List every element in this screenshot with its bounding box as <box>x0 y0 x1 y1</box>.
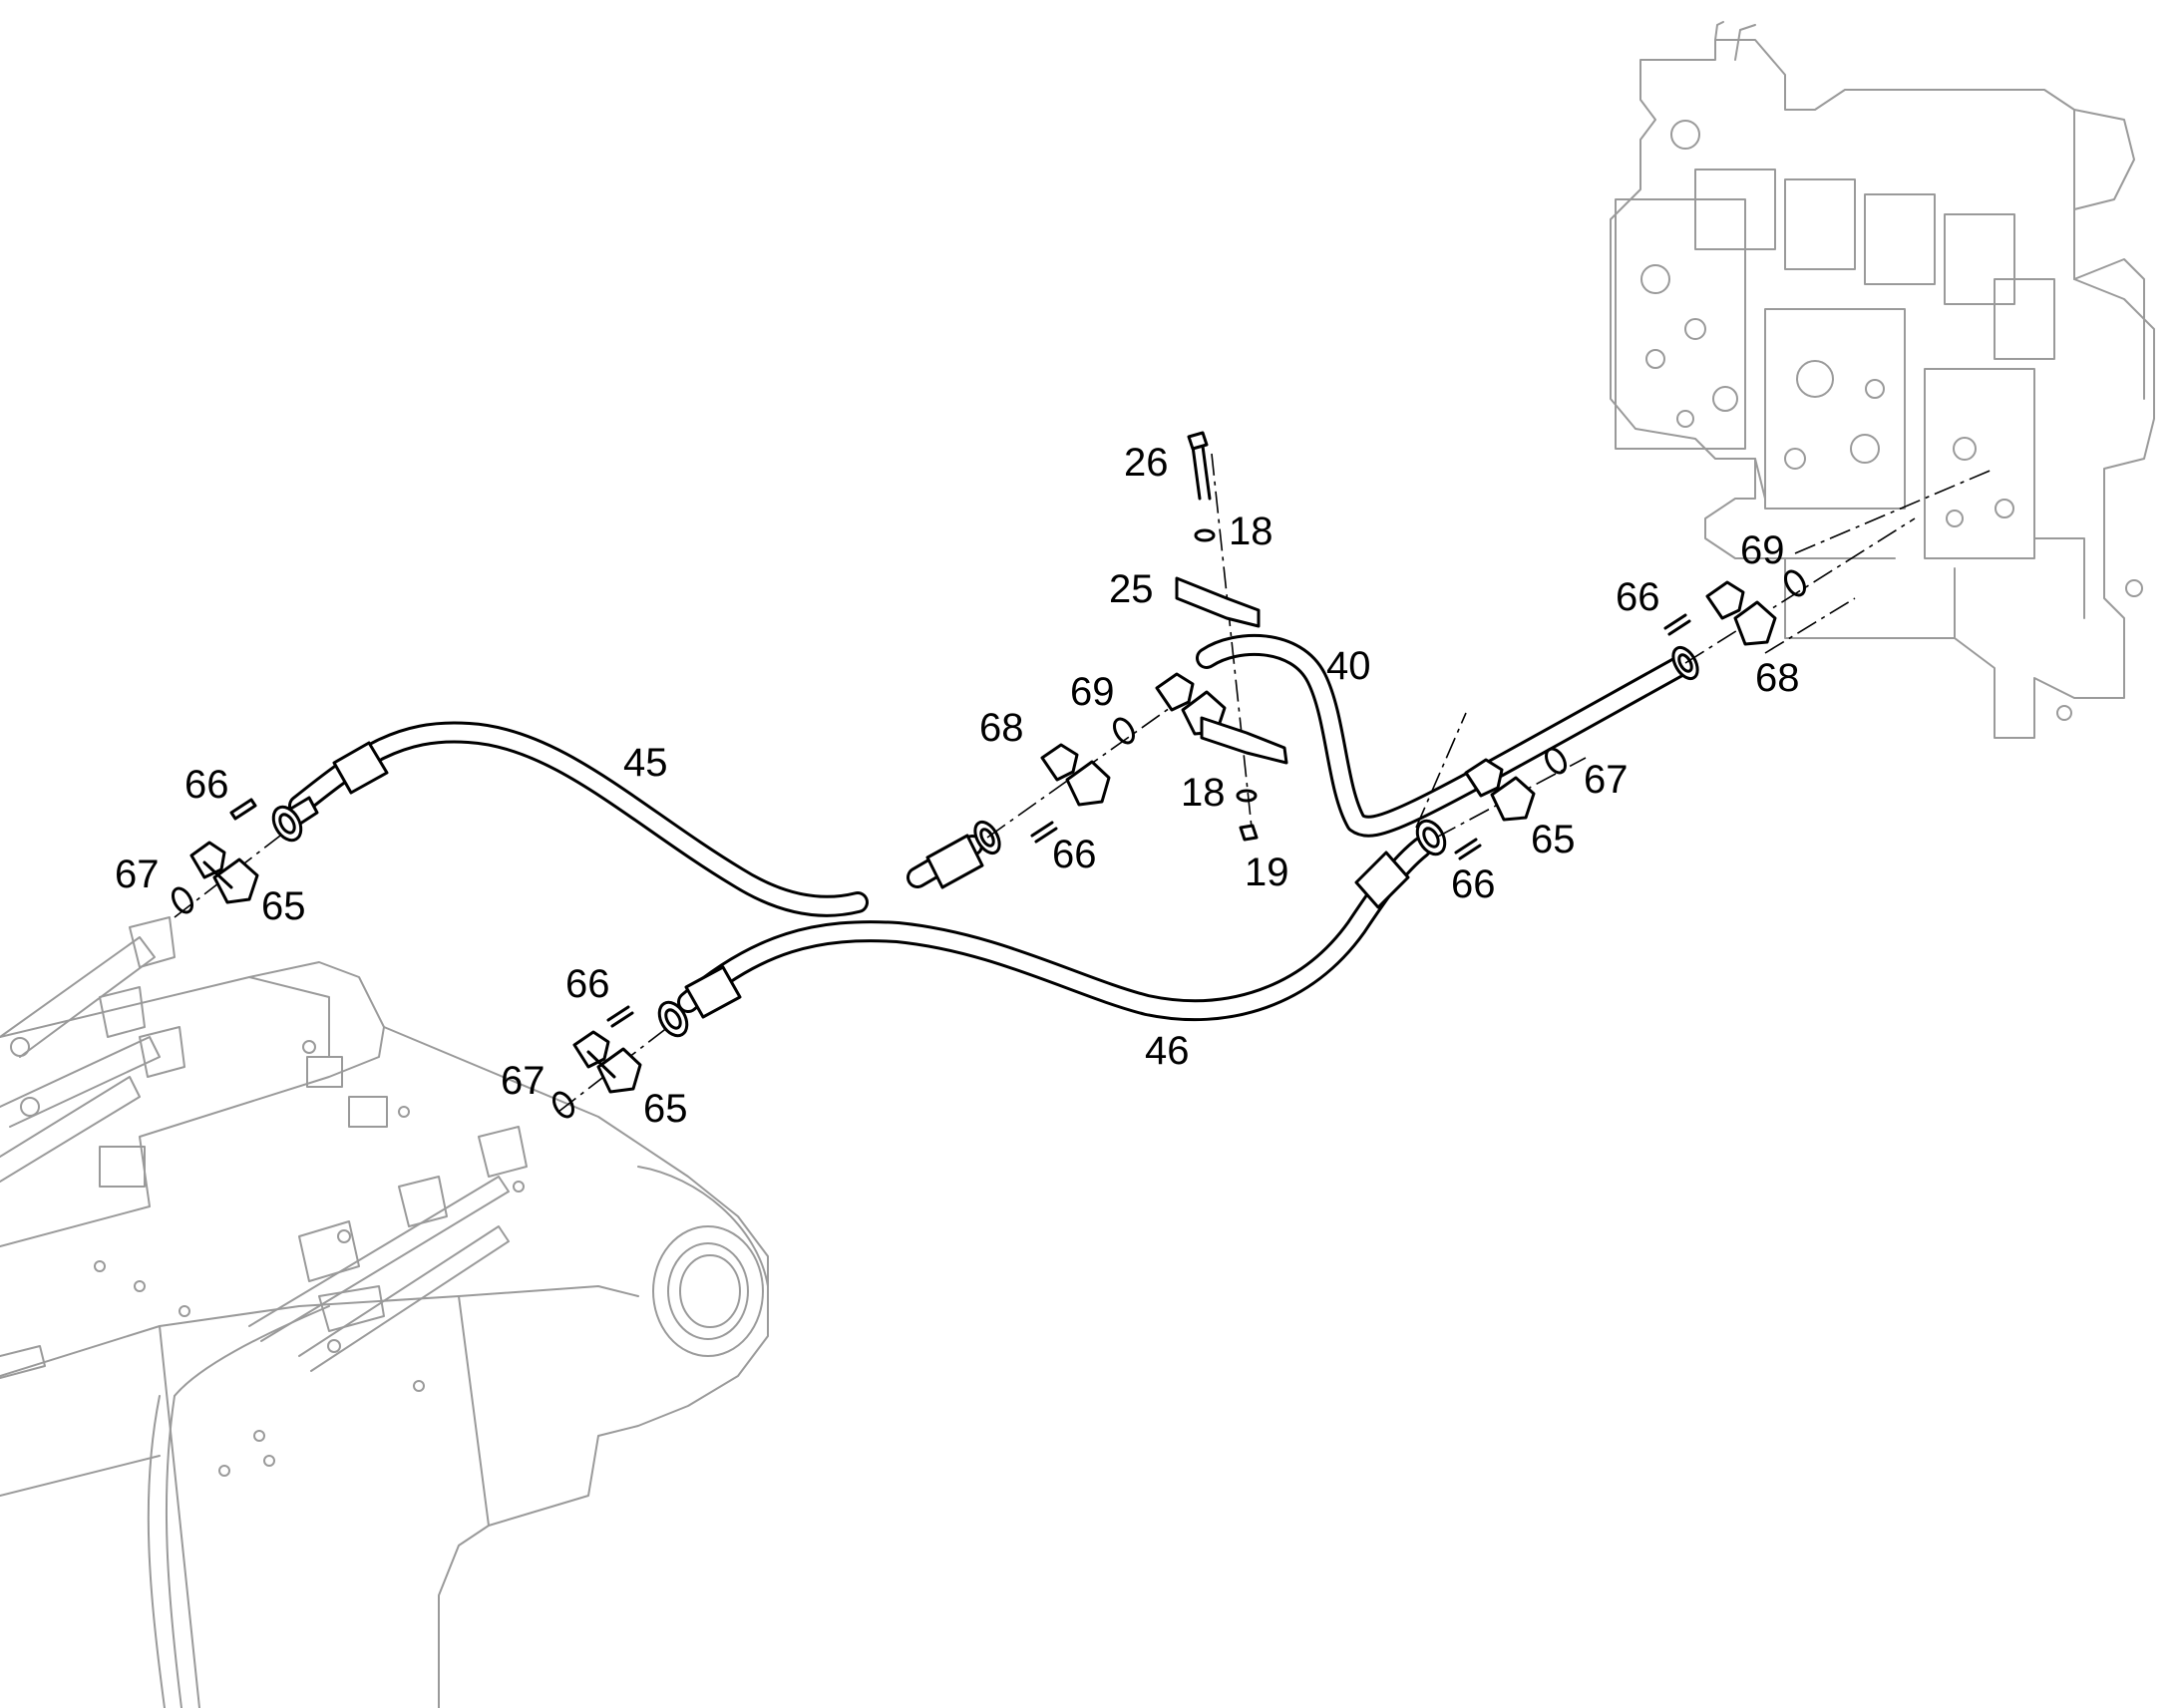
callout-65-left: 65 <box>261 884 306 928</box>
callout-66-center: 66 <box>1052 833 1097 876</box>
callout-40: 40 <box>1326 644 1371 688</box>
o-rings <box>172 569 1806 1119</box>
callout-18-lower: 18 <box>1181 771 1226 815</box>
flange-clamp-left <box>189 841 259 904</box>
callout-labels: 26 18 25 40 69 68 18 19 66 45 66 67 65 6… <box>115 441 1800 1131</box>
flange-clamp-center <box>1040 672 1227 807</box>
callout-66-right-lower: 66 <box>1451 862 1496 906</box>
callout-69-right: 69 <box>1740 528 1785 572</box>
control-valve-block-context <box>1610 21 2155 739</box>
callout-66-left: 66 <box>184 763 229 807</box>
boom-structure-context <box>0 916 769 1708</box>
callout-65-mid: 65 <box>643 1087 688 1131</box>
callout-45: 45 <box>623 741 668 785</box>
callout-18-upper: 18 <box>1229 510 1273 553</box>
tube-40 <box>907 633 1699 889</box>
flange-clamp-mid <box>572 1030 642 1094</box>
flange-clamp-right-low <box>1464 758 1536 822</box>
pipe-clamp-assembly <box>1175 431 1288 842</box>
flange-bolts <box>229 613 1691 1028</box>
callout-25: 25 <box>1109 567 1154 611</box>
callout-67-mid: 67 <box>501 1059 545 1103</box>
callout-66-right-upper: 66 <box>1616 575 1660 619</box>
callout-68-right: 68 <box>1755 656 1800 700</box>
callout-19: 19 <box>1245 851 1289 894</box>
callout-69-center: 69 <box>1070 670 1115 714</box>
flange-clamp-right-high <box>1705 580 1777 646</box>
callout-66-mid: 66 <box>565 962 610 1006</box>
hose-45 <box>271 721 869 917</box>
callout-67-left: 67 <box>115 853 160 896</box>
callout-65-right: 65 <box>1531 818 1576 861</box>
callout-67-right: 67 <box>1584 758 1629 802</box>
callout-26: 26 <box>1124 441 1169 485</box>
hose-46 <box>657 819 1447 1038</box>
callout-68-center: 68 <box>979 706 1024 750</box>
callout-46: 46 <box>1145 1029 1190 1073</box>
